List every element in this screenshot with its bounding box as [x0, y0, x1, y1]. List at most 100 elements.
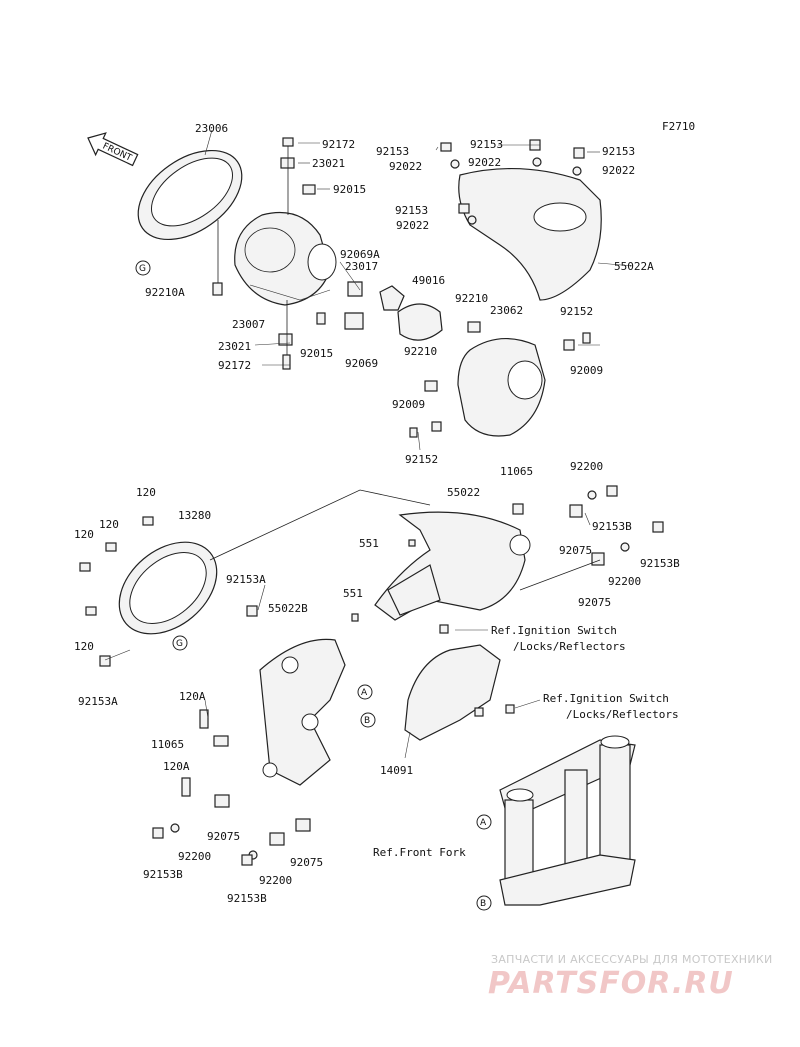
screws-120-set [79, 516, 154, 616]
part-labels: 23006 92210A 92172 23021 92015 92069A 23… [74, 122, 680, 905]
headlight-rim-23006 [137, 149, 243, 241]
circle-tag-g-top [135, 260, 151, 276]
watermark-tagline: ЗАПЧАСТИ И АКСЕССУАРЫ ДЛЯ МОТОТЕХНИКИ [491, 953, 773, 966]
circle-tag-a-left [357, 684, 373, 700]
label-551-top: 551 [359, 537, 379, 550]
label-23006: 23006 [195, 122, 228, 135]
label-92022-a: 92022 [389, 160, 422, 173]
circle-tag-a-right [476, 814, 492, 830]
grommet-11065-top [512, 503, 524, 515]
circle-tag-b-right [476, 895, 492, 911]
label-120-d: 120 [74, 640, 94, 653]
label-11065-top: 11065 [500, 465, 533, 478]
grommet-92153A-mid [246, 605, 258, 617]
label-14091: 14091 [380, 764, 413, 777]
label-92015-bottom: 92015 [300, 347, 333, 360]
label-49016: 49016 [412, 274, 445, 287]
label-92075-right: 92075 [578, 596, 611, 609]
label-92075-low: 92075 [290, 856, 323, 869]
label-92009-right: 92009 [570, 364, 603, 377]
label-92069A: 92069A [340, 248, 380, 261]
label-92172-bottom: 92172 [218, 359, 251, 372]
grommet-11065-left [213, 735, 229, 747]
label-23062: 23062 [490, 304, 523, 317]
washer-92200-right [620, 542, 630, 552]
washers-92022-set [450, 157, 582, 225]
bushing-92015-top [302, 184, 316, 195]
grommet-92152-top [563, 339, 575, 351]
reference-notes: Ref.Ignition Switch /Locks/Reflectors Re… [373, 624, 679, 859]
bolt-92153B-right [652, 521, 664, 533]
damper-92075-low2 [295, 818, 311, 832]
watermark: ЗАПЧАСТИ И АКСЕССУАРЫ ДЛЯ МОТОТЕХНИКИ PA… [488, 953, 773, 1001]
ref-ignition-2-line1: Ref.Ignition Switch [543, 692, 669, 705]
meter-cover-23062 [457, 337, 546, 437]
front-arrow-icon: FRONT [87, 132, 139, 167]
label-92153B-right: 92153B [640, 557, 680, 570]
label-92210A: 92210A [145, 286, 185, 299]
bushing-92015-bottom [316, 312, 326, 325]
label-11065-left: 11065 [151, 738, 184, 751]
headlight-housing-23007 [234, 211, 337, 306]
grommet-92153A-left [99, 655, 111, 667]
bolt-92153B-low [241, 854, 253, 866]
label-92153-c: 92153 [602, 145, 635, 158]
washer-92200-top [587, 490, 597, 500]
label-92200-right: 92200 [608, 575, 641, 588]
mount-14091 [404, 644, 501, 741]
label-92022-c: 92022 [602, 164, 635, 177]
watermark-site: PARTSFOR.RU [488, 966, 734, 1001]
screw-92009-left [409, 427, 418, 438]
label-120-c: 120 [74, 528, 94, 541]
label-92015-top: 92015 [333, 183, 366, 196]
grommet-92152-bottom [431, 421, 442, 432]
label-23021-bottom: 23021 [218, 340, 251, 353]
grommet-92009-left [424, 380, 438, 392]
label-92009-left: 92009 [392, 398, 425, 411]
socket-92069A [347, 281, 363, 297]
grommet-92210 [467, 321, 481, 333]
label-23021-top: 23021 [312, 157, 345, 170]
collar-23021-top [280, 157, 295, 169]
label-92210-right: 92210 [455, 292, 488, 305]
ref-ignition-1-line1: Ref.Ignition Switch [491, 624, 617, 637]
label-92153B-low: 92153B [227, 892, 267, 905]
circle-tag-b-left [360, 712, 376, 728]
bulb-23017 [379, 285, 405, 311]
bolt-92153B-left [152, 827, 164, 839]
label-92022-d: 92022 [396, 219, 429, 232]
circle-tag-g-mid-label: G [176, 639, 183, 649]
label-551-bottom: 551 [343, 587, 363, 600]
label-120-a: 120 [136, 486, 156, 499]
socket-92069 [344, 312, 364, 330]
label-23017: 23017 [345, 260, 378, 273]
label-120-b: 120 [99, 518, 119, 531]
screw-ignition-ref-3 [505, 704, 515, 714]
label-92172-top: 92172 [322, 138, 355, 151]
label-120A-bottom: 120A [163, 760, 190, 773]
label-92075-top: 92075 [559, 544, 592, 557]
label-55022A: 55022A [614, 260, 654, 273]
label-55022: 55022 [447, 486, 480, 499]
headlight-ring-13280 [118, 541, 218, 635]
circle-tag-g-mid [172, 635, 188, 651]
damper-92075-low [269, 832, 285, 846]
circle-tag-b-left-label: B [364, 716, 370, 726]
label-92153A-mid: 92153A [226, 573, 266, 586]
label-92153-b: 92153 [470, 138, 503, 151]
screw-92009-right [582, 332, 591, 344]
bolt-92172-bottom [282, 354, 291, 370]
label-92210-left: 92210 [404, 345, 437, 358]
damper-92075-left [214, 794, 230, 808]
nut-92210A [212, 282, 223, 296]
bolt-92172-top [282, 137, 294, 147]
front-fork-triple-clamp [499, 735, 636, 906]
ref-ignition-1-line2: /Locks/Reflectors [513, 640, 626, 653]
label-92069: 92069 [345, 357, 378, 370]
bolt-120A-bottom [181, 777, 191, 797]
label-92075-left: 92075 [207, 830, 240, 843]
ref-ignition-2-line2: /Locks/Reflectors [566, 708, 679, 721]
circle-tag-b-right-label: B [480, 899, 486, 909]
circle-tag-a-right-label: A [480, 818, 487, 828]
